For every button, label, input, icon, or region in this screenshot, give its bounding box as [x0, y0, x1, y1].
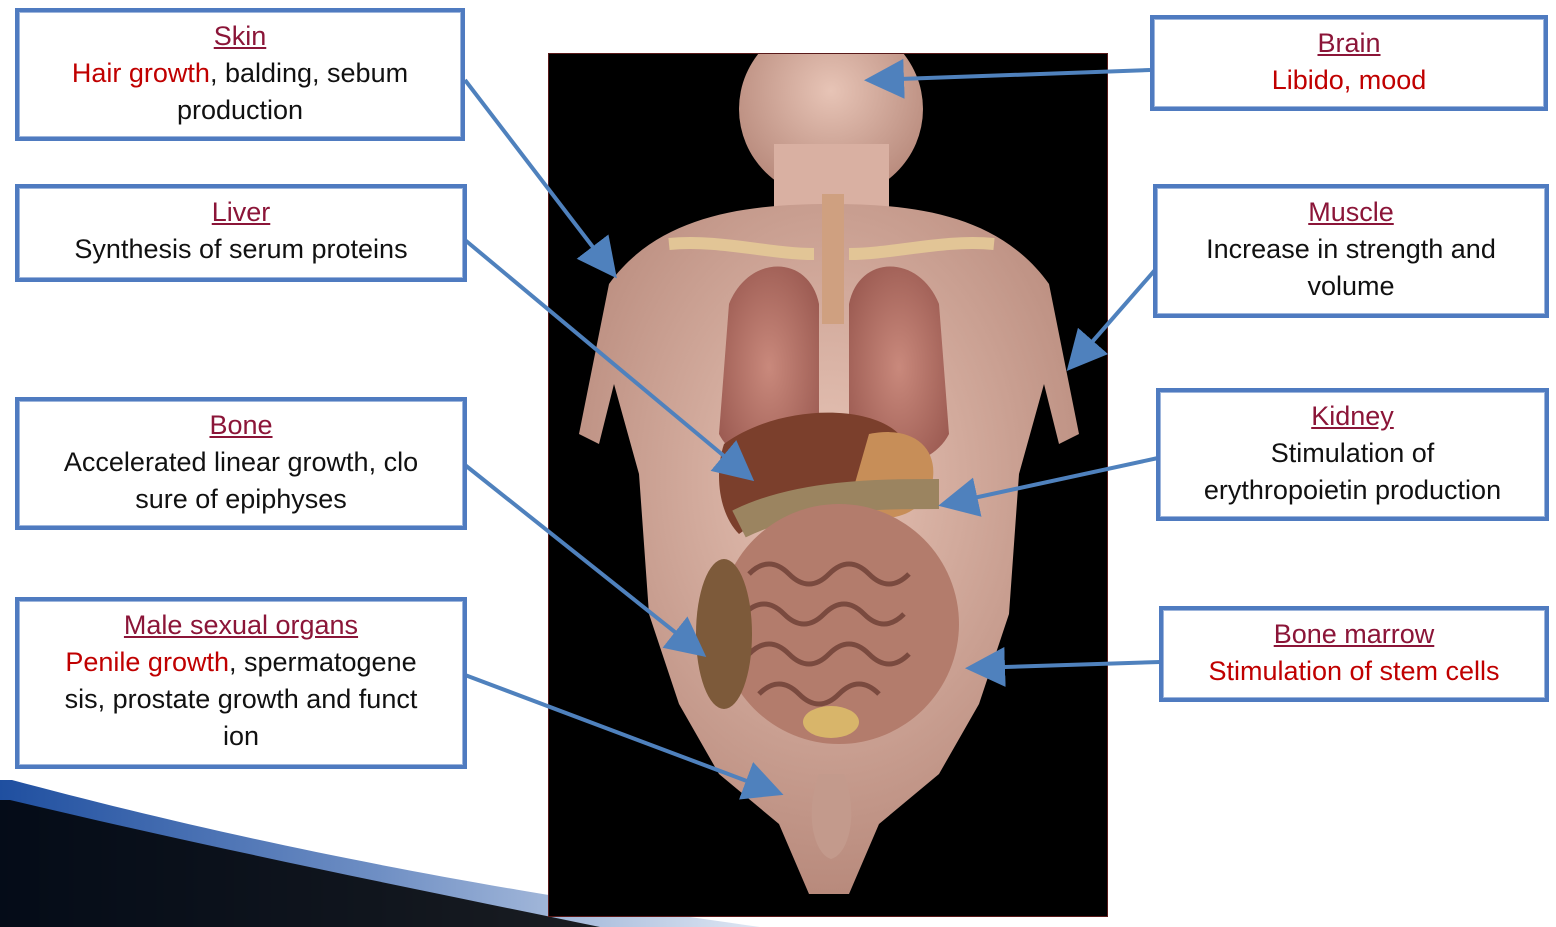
bone-marrow-effect: Stimulation of stem cells: [1163, 653, 1545, 690]
kidney-effect-line2: erythropoietin production: [1160, 472, 1545, 509]
label-box-muscle: Muscle Increase in strength and volume: [1153, 184, 1549, 318]
liver-title: Liver: [19, 194, 463, 231]
label-box-skin: Skin Hair growth, balding, sebum product…: [15, 8, 465, 141]
liver-effect: Synthesis of serum proteins: [19, 231, 463, 268]
skin-effect-line2: production: [19, 92, 461, 129]
label-box-kidney: Kidney Stimulation of erythropoietin pro…: [1156, 388, 1549, 521]
brain-effect: Libido, mood: [1154, 62, 1544, 99]
male-sexual-organs-effect-line1: Penile growth, spermatogene: [19, 644, 463, 681]
torso-illustration: [549, 54, 1107, 916]
kidney-effect-line1: Stimulation of: [1160, 435, 1545, 472]
label-box-bone: Bone Accelerated linear growth, clo sure…: [15, 397, 467, 530]
label-box-male-sexual-organs: Male sexual organs Penile growth, sperma…: [15, 597, 467, 769]
skin-effect-rest: , balding, sebum: [210, 58, 408, 88]
muscle-effect-line2: volume: [1157, 268, 1545, 305]
bone-effect-line2: sure of epiphyses: [19, 481, 463, 518]
muscle-effect-line1: Increase in strength and: [1157, 231, 1545, 268]
skin-title: Skin: [19, 18, 461, 55]
label-box-bone-marrow: Bone marrow Stimulation of stem cells: [1159, 606, 1549, 702]
brain-title: Brain: [1154, 25, 1544, 62]
male-sexual-organs-effect-line3: ion: [19, 718, 463, 755]
label-box-brain: Brain Libido, mood: [1150, 15, 1548, 111]
muscle-title: Muscle: [1157, 194, 1545, 231]
male-sexual-organs-effect-highlight: Penile growth: [65, 647, 229, 677]
bone-marrow-title: Bone marrow: [1163, 616, 1545, 653]
male-sexual-organs-effect-line2: sis, prostate growth and funct: [19, 681, 463, 718]
male-sexual-organs-effect-rest: , spermatogene: [229, 647, 417, 677]
skin-effect-line1: Hair growth, balding, sebum: [19, 55, 461, 92]
bone-title: Bone: [19, 407, 463, 444]
kidney-title: Kidney: [1160, 398, 1545, 435]
label-box-liver: Liver Synthesis of serum proteins: [15, 184, 467, 282]
anatomy-torso-image: [548, 53, 1108, 917]
bone-effect-line1: Accelerated linear growth, clo: [19, 444, 463, 481]
skin-effect-highlight: Hair growth: [72, 58, 210, 88]
male-sexual-organs-title: Male sexual organs: [19, 607, 463, 644]
